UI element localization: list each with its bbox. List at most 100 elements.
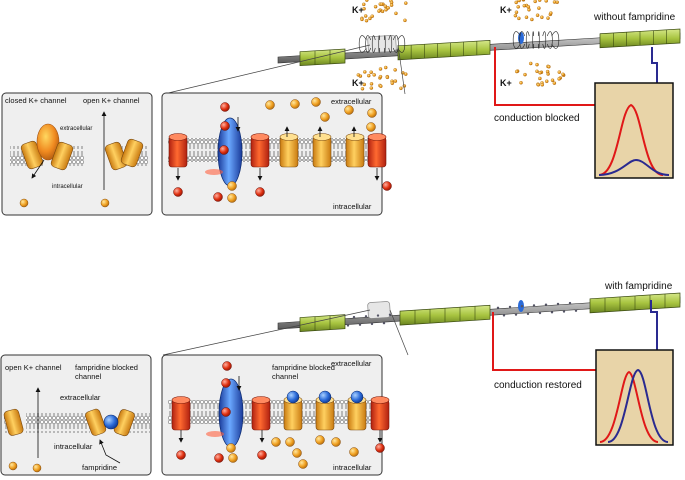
top-condition-label: without fampridine — [593, 12, 676, 23]
closed-k-channel — [367, 136, 387, 168]
bottom-zoom-line-right — [389, 309, 409, 356]
k-ion-dot — [547, 64, 551, 69]
k-ion-dot — [370, 14, 374, 18]
k-ion-dot — [513, 13, 518, 18]
bottom-condition-label: with fampridine — [604, 281, 673, 292]
bottom-axon — [277, 292, 681, 332]
k-ion — [298, 459, 308, 469]
top-zoom-line-left — [163, 44, 371, 95]
closed-k-channel-top — [250, 133, 270, 141]
k-ion-dot — [536, 83, 541, 87]
k-ion-dot — [538, 76, 542, 81]
k-ion-dot — [516, 5, 520, 9]
k-ion — [320, 112, 330, 122]
top-right-intracellular-label: intracellular — [333, 202, 372, 211]
k-ion-dot — [377, 9, 381, 13]
k-ion — [220, 102, 230, 112]
closed-channel-right-half — [50, 141, 74, 171]
k-ion-dot — [360, 17, 364, 22]
k-ion — [290, 99, 300, 109]
top-left-inset — [1, 92, 153, 216]
k-ion-dot — [386, 6, 390, 10]
k-ion — [32, 463, 42, 473]
k-ion — [173, 187, 183, 197]
closed-channel-label: closed K+ channel — [5, 96, 67, 105]
k-ion — [271, 437, 281, 447]
fampridine-dot — [562, 310, 566, 313]
k-ion — [221, 378, 231, 388]
k-ion-dot — [519, 81, 523, 85]
k-ion — [344, 105, 354, 115]
bottom-fampridine-label: fampridine — [82, 463, 117, 472]
top-right-extracellular-label: extracellular — [331, 97, 372, 106]
closed-channel-arrow — [31, 159, 45, 179]
field-line — [358, 35, 367, 53]
k-ion-dot — [379, 84, 383, 88]
k-ion — [367, 108, 377, 118]
k-ion — [315, 435, 325, 445]
k-ion-dot — [379, 2, 384, 6]
field-line — [546, 31, 553, 49]
k-ion-dot — [369, 86, 374, 90]
top-axon — [277, 28, 681, 67]
closed-channel-oval — [36, 123, 60, 161]
bottom-blue-peak — [607, 368, 669, 443]
open-channel-label: open K+ channel — [83, 96, 140, 105]
k-ion-dot — [530, 17, 534, 22]
fampridine-pointer-arrow — [99, 439, 121, 464]
fampridine-dot — [550, 311, 554, 314]
k-ion — [19, 198, 29, 208]
k-ion — [227, 181, 237, 191]
k-ion-dot — [549, 11, 553, 15]
k-ion — [255, 187, 265, 197]
k-ion-dot — [363, 14, 368, 18]
k-ion — [226, 443, 236, 453]
top-left-intracellular-label: intracellular — [52, 184, 83, 190]
field-line — [388, 35, 393, 53]
k-ion-dot — [557, 70, 562, 74]
k-ion — [219, 145, 229, 155]
fampridine-dot — [568, 301, 572, 305]
sodium-current-glow — [205, 169, 223, 175]
k-ion-dot — [550, 78, 555, 82]
k-ion-dot — [535, 13, 540, 18]
k-ion-dot — [399, 86, 403, 91]
open-k-channel — [345, 136, 365, 168]
k-ion-dot — [540, 15, 544, 20]
k-ion — [220, 121, 230, 131]
fampridine-molecule — [103, 414, 119, 430]
k-ion — [366, 122, 376, 132]
sodium-current-glow — [206, 431, 224, 437]
k-ion-dot — [545, 79, 549, 83]
k-ion — [382, 181, 392, 191]
top-k-label-2: K+ — [352, 78, 364, 88]
k-ion-dot — [517, 0, 521, 3]
k-ion-dot — [545, 69, 550, 74]
k-ion — [214, 453, 224, 463]
k-ion-dot — [535, 69, 539, 74]
closed-k-channel — [250, 136, 270, 168]
k-ion-dot — [537, 0, 542, 2]
k-ion — [257, 450, 267, 460]
top-red-peak — [598, 103, 664, 176]
top-conduction-label: conduction blocked — [494, 113, 580, 124]
bottom-red-peak — [599, 370, 659, 443]
k-ion-dot — [383, 65, 388, 70]
k-ion-dot — [546, 16, 550, 20]
open-channel-left-half — [3, 408, 24, 436]
k-ion — [176, 450, 186, 460]
fampridine-dot — [532, 304, 536, 307]
fampridine-molecule — [318, 390, 332, 404]
fampridine-dot — [520, 305, 524, 308]
k-ion-dot — [365, 0, 369, 2]
k-ion-dot — [356, 73, 361, 77]
k-ion — [265, 100, 275, 110]
k-ion — [292, 448, 302, 458]
fampridine-molecule — [350, 390, 364, 404]
top-left-extracellular-label: extracellular — [60, 126, 92, 132]
top-normal-signal-line — [651, 47, 658, 90]
field-line — [378, 35, 381, 53]
closed-k-channel-top — [251, 396, 271, 404]
fampridine-dot — [514, 313, 518, 316]
bottom-right-extracellular-label: extracellular — [331, 359, 372, 368]
